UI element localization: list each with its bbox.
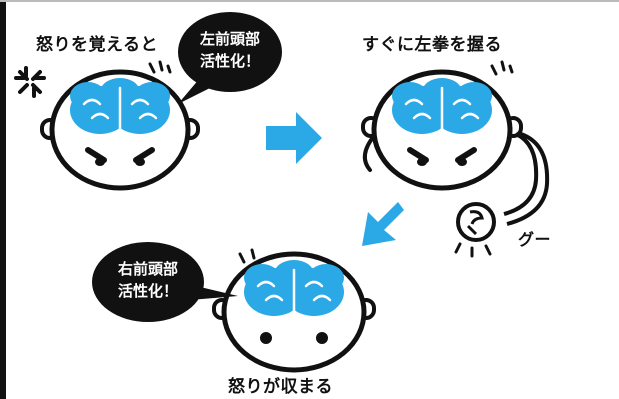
arrow-right-icon [266, 112, 322, 164]
arrow-down-left-icon [362, 202, 404, 246]
bubble-right-text: 右前頭部 活性化！ [98, 258, 198, 302]
head-angry [14, 60, 200, 191]
bubble-right-line1: 右前頭部 [117, 260, 178, 278]
bubble-right-line2: 活性化！ [117, 282, 178, 300]
anger-mark-icon [14, 66, 46, 98]
speech-bubble-left [178, 12, 282, 104]
step3-caption: 怒りが収まる [228, 377, 333, 397]
step2-caption: すぐに左拳を握る [362, 35, 502, 55]
bubble-left-line1: 左前頭部 [199, 30, 260, 48]
left-border [0, 0, 6, 399]
bubble-left-line2: 活性化！ [199, 52, 260, 70]
bubble-left-text: 左前頭部 活性化！ [180, 28, 280, 72]
top-border [0, 0, 619, 2]
brain-icon [244, 260, 344, 316]
speech-bubble-right-brain [92, 242, 238, 322]
head-fist [361, 60, 550, 258]
sound-effect-label: グー [518, 230, 552, 249]
head-calm [212, 248, 376, 373]
fist-icon [456, 202, 496, 242]
step1-caption: 怒りを覚えると [36, 35, 158, 55]
